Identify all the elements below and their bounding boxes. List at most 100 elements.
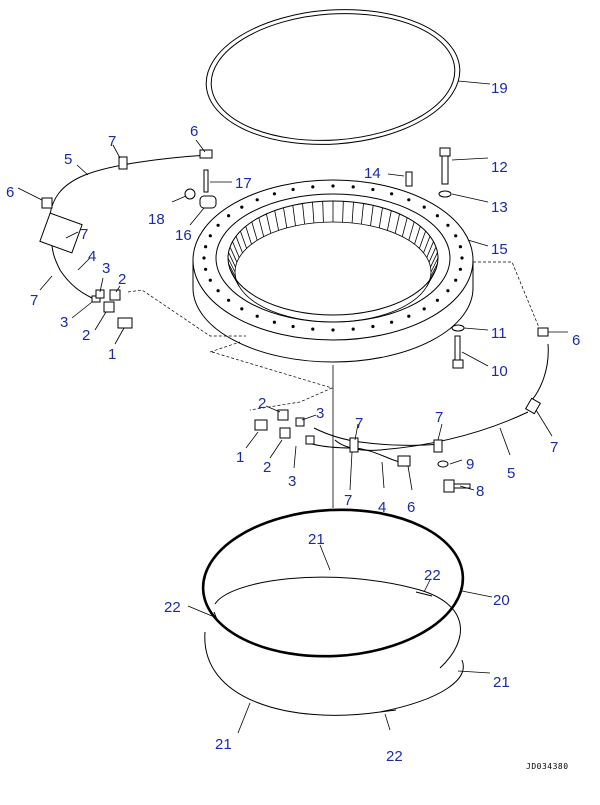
callout-21: 21 [493,674,510,691]
callout-5: 5 [64,151,72,168]
shim-parts-16-17-18 [171,169,232,226]
bearing-tooth [408,221,415,241]
callout-9: 9 [466,456,474,473]
callout-3: 3 [102,260,110,277]
bearing-tooth [387,210,392,231]
bolt-hole [454,278,458,282]
bolt-hole [435,298,439,302]
callout-labels: 19 6 7 5 6 17 12 14 18 16 13 7 15 4 3 2 … [6,80,580,765]
grease-hose-right [334,261,568,456]
bearing-tooth [342,201,344,223]
bolt-hole [390,320,394,324]
callout-5: 5 [507,465,515,482]
bearing-tooth [401,217,408,237]
bearing-tooth [283,207,288,228]
seal-pins-22 [187,579,433,731]
bolt-hole [255,314,259,318]
bearing-tooth [419,230,426,249]
bearing-tooth [292,205,296,226]
bolt-hole [291,187,295,192]
callout-7: 7 [30,292,38,309]
bolt-hole [204,245,208,249]
callout-2: 2 [258,395,266,412]
callout-18: 18 [148,211,165,228]
callout-15: 15 [491,241,508,258]
bearing-tooth [430,263,438,278]
bolt-hole [458,245,462,249]
bearing-tooth [227,257,236,273]
bearing-tooth [351,202,354,224]
bolt-hole [240,307,244,311]
bolt-hole [422,307,426,311]
bearing-tooth [232,241,240,258]
callout-3: 3 [316,405,324,422]
callout-4: 4 [378,499,386,516]
bearing-tooth [426,241,434,258]
callout-22: 22 [164,599,181,616]
callout-7: 7 [344,492,352,509]
bearing-tooth [423,236,431,254]
bolt-hole [311,327,315,331]
bolt-hole [202,256,206,260]
callout-17: 17 [235,175,252,192]
callout-2: 2 [263,459,271,476]
fittings-lower-center [211,351,443,491]
bolt-hole [435,214,439,218]
callout-4: 4 [88,248,96,265]
bolt-hole [371,187,375,192]
bolt-parts-8-9 [437,459,475,493]
bolt-hole [208,234,212,238]
callout-2: 2 [82,327,90,344]
grease-hose-upper-left [17,139,213,299]
bearing-tooth [430,252,438,268]
bearing-tooth [240,230,247,249]
bearing-tooth [245,226,252,245]
bolt-hole [216,223,220,227]
bolt-parts-12-13-14 [387,147,489,203]
bearing-tooth [426,274,434,287]
bolt-hole [272,192,276,196]
callout-20: 20 [493,592,510,609]
bolt-hole [216,289,220,293]
callout-6: 6 [572,332,580,349]
callout-6: 6 [407,499,415,516]
bolt-hole [227,298,231,302]
bolt-hole [255,198,259,202]
bearing-tooth [312,202,315,224]
bearing-tooth [378,207,383,228]
bearing-tooth [361,203,364,225]
bolt-hole [204,267,208,271]
bolt-hole [331,184,335,188]
callout-11: 11 [491,325,507,342]
callout-7: 7 [108,133,116,150]
bearing-tooth [266,213,272,234]
callout-6: 6 [6,184,14,201]
bearing-tooth [428,246,437,263]
bolt-hole [460,256,464,260]
bearing-tooth [302,203,305,225]
bearing-tooth [394,213,400,234]
callout-19: 19 [491,80,508,97]
callout-3: 3 [288,473,296,490]
bearing-tooth [258,217,265,237]
callout-16: 16 [175,227,192,244]
bolt-hole [407,314,411,318]
bolt-hole [291,324,295,329]
bolt-hole [351,185,355,189]
bolt-hole [407,198,411,202]
bearing-tooth [229,246,238,263]
bolt-hole [351,327,355,331]
bolt-hole [446,289,450,293]
bolt-hole [454,234,458,238]
bearing-tooth [370,205,374,226]
bolt-hole [311,185,315,189]
bolt-hole [208,278,212,282]
bolt-hole [422,205,426,209]
callout-7: 7 [355,415,363,432]
bearing-tooth [228,263,236,278]
callout-8: 8 [476,483,484,500]
callout-7: 7 [435,409,443,426]
bolt-hole [272,320,276,324]
bearing-tooth [229,268,238,282]
